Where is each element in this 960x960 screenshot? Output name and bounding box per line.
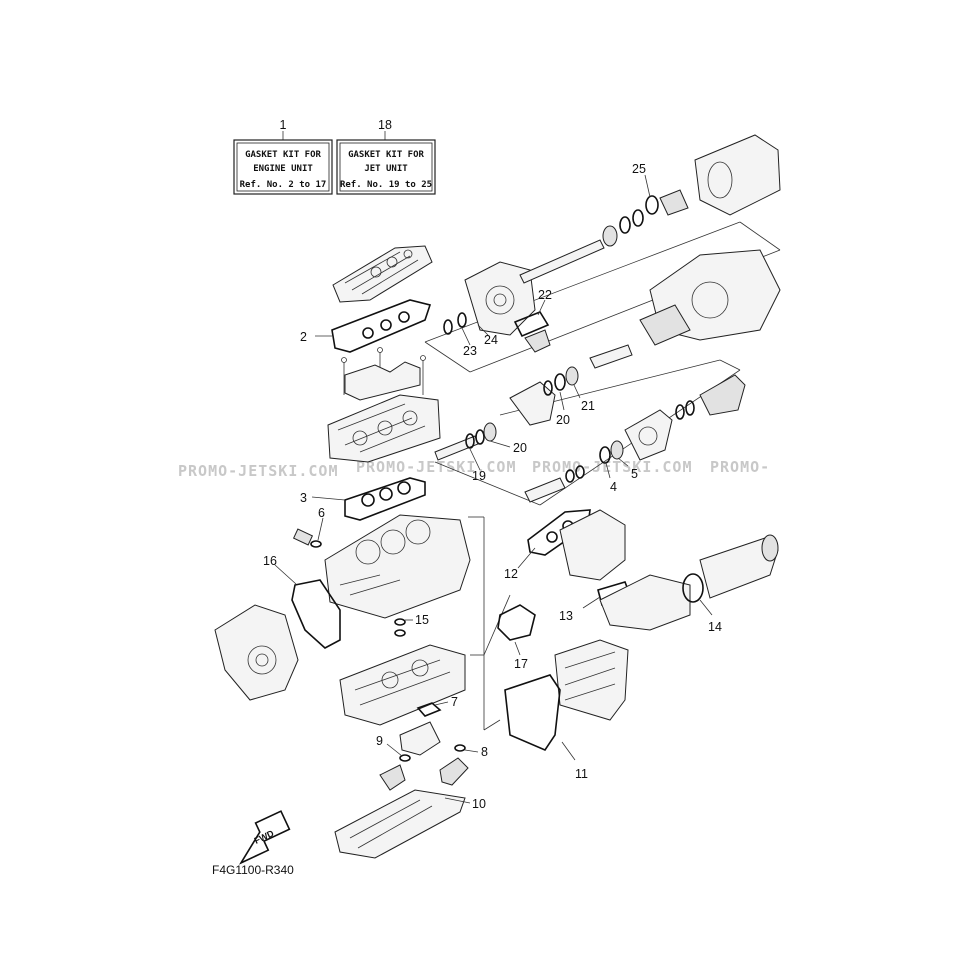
gasket-22: 22 (513, 288, 552, 353)
watermark-2: PROMO-JETSKI.COM (356, 458, 517, 476)
callout-21: 21 (581, 399, 595, 413)
oil-pump: 9 (376, 721, 441, 791)
callout-18-kit: 18 (378, 118, 392, 132)
o-ring-8: 8 (439, 744, 488, 786)
intake-plate: 11 (504, 639, 629, 781)
muffler: 14 (682, 534, 779, 634)
seals-4-5: 4 5 (524, 440, 638, 503)
kit-engine-line-1: GASKET KIT FOR (245, 150, 321, 160)
bracket-lines (468, 516, 511, 731)
gasket-7: 7 (416, 695, 458, 717)
callout-17: 17 (514, 657, 528, 671)
o-ring-25: 25 (632, 162, 689, 216)
callout-11: 11 (575, 767, 588, 781)
exhaust-manifold: 12 (504, 509, 626, 581)
callout-20-upper: 20 (556, 413, 570, 427)
stator-cover (214, 604, 299, 701)
watermark-1: PROMO-JETSKI.COM (178, 462, 339, 480)
jet-housing-middle: 20 21 (509, 344, 633, 427)
sensor-6: 6 (292, 506, 325, 548)
intake-duct (639, 249, 781, 346)
drive-shaft-lower: 19 20 (434, 422, 527, 483)
impeller-housing (624, 374, 746, 461)
callout-16: 16 (263, 554, 277, 568)
callout-5: 5 (631, 467, 638, 481)
callout-15: 15 (415, 613, 429, 627)
kit-engine-line-3: Ref. No. 2 to 17 (240, 180, 327, 190)
pump-housing: 23 24 (443, 261, 536, 358)
callout-20-lower: 20 (513, 441, 527, 455)
callout-8: 8 (481, 745, 488, 759)
callout-9: 9 (376, 734, 383, 748)
callout-2: 2 (300, 330, 307, 344)
drive-shaft-upper (519, 209, 644, 284)
callout-7: 7 (451, 695, 458, 709)
callout-6: 6 (318, 506, 325, 520)
watermark-row: PROMO-JETSKI.COM PROMO-JETSKI.COM PROMO-… (178, 458, 770, 480)
cylinder-head (327, 361, 441, 463)
callout-13: 13 (559, 609, 573, 623)
watermark-4: PROMO- (710, 458, 770, 476)
head-cover-gasket: 2 (300, 299, 432, 353)
exhaust-pipe: 13 (559, 574, 691, 631)
reference-code: F4G1100-R340 (212, 863, 294, 877)
callout-14: 14 (708, 620, 722, 634)
cylinder-head-gasket: 3 (300, 477, 426, 521)
jet-bracket-middle (434, 359, 741, 506)
fwd-arrow-icon: FWD (238, 810, 291, 865)
o-ring-15: 15 (394, 613, 429, 637)
callout-22: 22 (538, 288, 552, 302)
callout-12: 12 (504, 567, 518, 581)
kit-jet-line-1: GASKET KIT FOR (348, 150, 424, 160)
kit-jet-line-2: JET UNIT (364, 164, 408, 174)
gasket-kit-jet-box: 18 GASKET KIT FOR JET UNIT Ref. No. 19 t… (336, 118, 436, 195)
kit-engine-line-2: ENGINE UNIT (253, 164, 313, 174)
crankcase (339, 644, 466, 726)
callout-4: 4 (610, 480, 617, 494)
cylinder-block (324, 514, 471, 619)
kit-jet-line-3: Ref. No. 19 to 25 (340, 180, 432, 190)
cylinder-head-cover (332, 245, 433, 303)
oil-pan: 10 (334, 789, 486, 859)
callout-25: 25 (632, 162, 646, 176)
gasket-kit-engine-box: 1 GASKET KIT FOR ENGINE UNIT Ref. No. 2 … (233, 118, 333, 195)
callout-23: 23 (463, 344, 477, 358)
crankcase-cover-gasket: 16 (263, 554, 341, 649)
callout-1: 1 (280, 118, 287, 132)
callout-3: 3 (300, 491, 307, 505)
gasket-17: 17 (497, 604, 536, 671)
jet-nozzle (694, 134, 781, 216)
callout-10: 10 (472, 797, 486, 811)
callout-24: 24 (484, 333, 498, 347)
callout-19: 19 (472, 469, 486, 483)
watermark-3: PROMO-JETSKI.COM (532, 458, 693, 476)
